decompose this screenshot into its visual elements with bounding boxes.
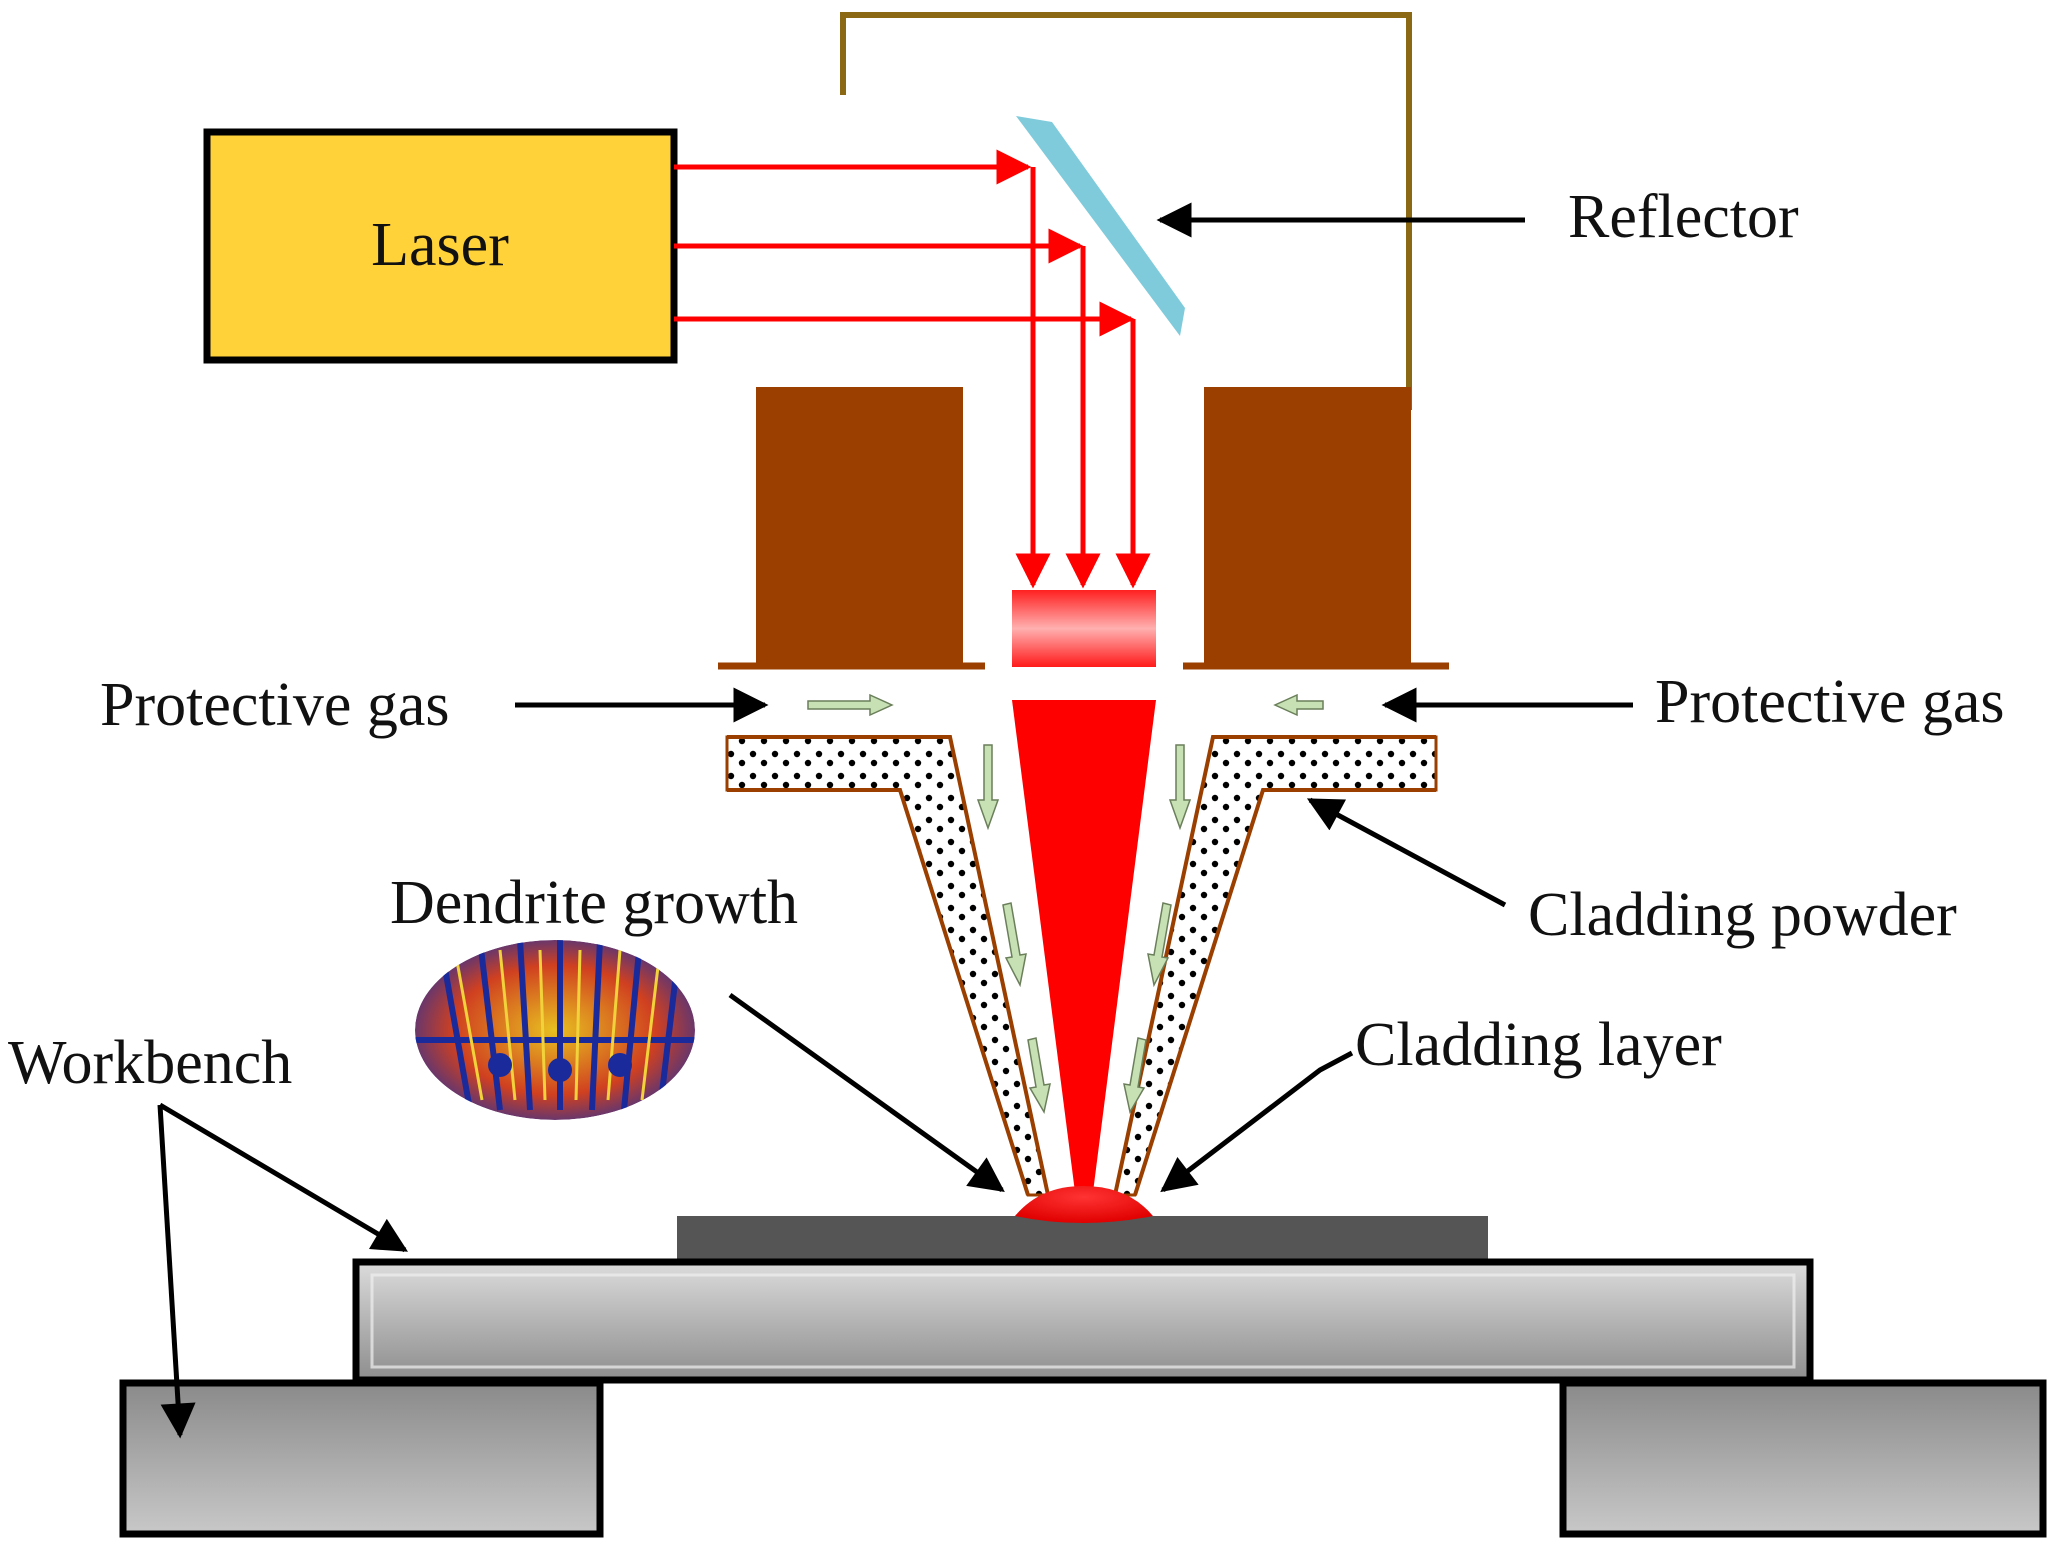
powder-channel-right-outer xyxy=(1113,735,1436,1196)
workbench-foot-right xyxy=(1559,1379,2047,1538)
workbench-table-bevel xyxy=(370,1273,1796,1369)
label-dendrite-growth: Dendrite growth xyxy=(390,869,798,937)
powder-channel-left-outer xyxy=(727,735,1050,1196)
focusing-lens xyxy=(1012,590,1156,667)
melt-pool xyxy=(1015,1186,1153,1223)
label-cladding-powder: Cladding powder xyxy=(1528,881,1957,949)
label-protective-gas-right: Protective gas xyxy=(1655,668,2005,736)
leader-arrows xyxy=(157,202,1633,1439)
reflector-mirror xyxy=(1016,116,1185,336)
label-workbench: Workbench xyxy=(8,1029,292,1097)
substrate xyxy=(677,1216,1488,1263)
label-reflector: Reflector xyxy=(1568,183,1799,251)
label-laser: Laser xyxy=(371,211,509,279)
nozzle-block-right xyxy=(1204,387,1411,667)
arrow-workbench-table xyxy=(158,1102,409,1253)
gas-flow-arrows xyxy=(807,693,1324,1115)
laser-beam-paths xyxy=(674,149,1151,589)
workbench-table xyxy=(352,1258,1814,1384)
label-protective-gas-left: Protective gas xyxy=(100,671,450,739)
powder-channel-right-inner xyxy=(1133,788,1436,1196)
arrow-cladding-powder xyxy=(1306,797,1507,908)
label-cladding-layer: Cladding layer xyxy=(1355,1011,1722,1079)
arrow-workbench-foot xyxy=(157,1104,196,1439)
workbench-foot-left xyxy=(119,1379,604,1538)
arrow-cladding-layer xyxy=(1160,1050,1354,1193)
frame-bracket xyxy=(840,12,1412,410)
dendrite-growth-image xyxy=(415,940,695,1120)
nozzle-block-left xyxy=(756,387,963,667)
powder-channel-left-inner xyxy=(727,788,1030,1196)
laser-cone xyxy=(1012,700,1156,1200)
laser-source xyxy=(203,128,678,364)
arrow-dendrite-growth xyxy=(728,992,1005,1193)
